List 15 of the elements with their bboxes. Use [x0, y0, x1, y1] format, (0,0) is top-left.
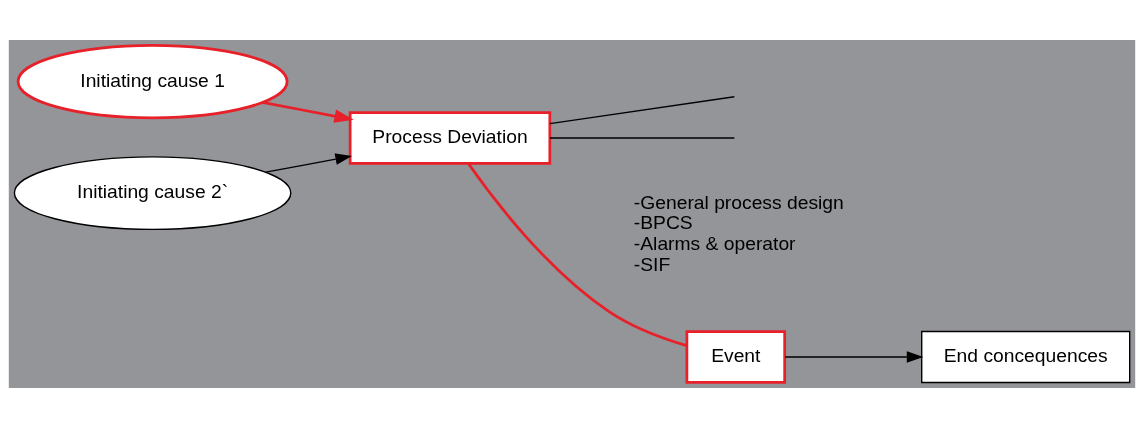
- label: -SIF: [633, 253, 671, 275]
- label: -General process design: [633, 191, 844, 213]
- connector: [467, 162, 687, 347]
- connector: [549, 95, 735, 124]
- arrow: [262, 100, 354, 123]
- node-box: Process Deviation: [348, 110, 552, 165]
- label: -BPCS: [633, 211, 693, 233]
- arrow: [784, 350, 924, 363]
- node-box: End concequences: [921, 330, 1131, 383]
- label: -Alarms & operator: [633, 232, 796, 254]
- arrow: [265, 152, 352, 173]
- node-ellipse: Initiating cause 1: [16, 43, 289, 119]
- connector: [549, 136, 735, 139]
- node-box: Event: [685, 329, 787, 384]
- node-ellipse: Initiating cause 2`: [13, 155, 292, 230]
